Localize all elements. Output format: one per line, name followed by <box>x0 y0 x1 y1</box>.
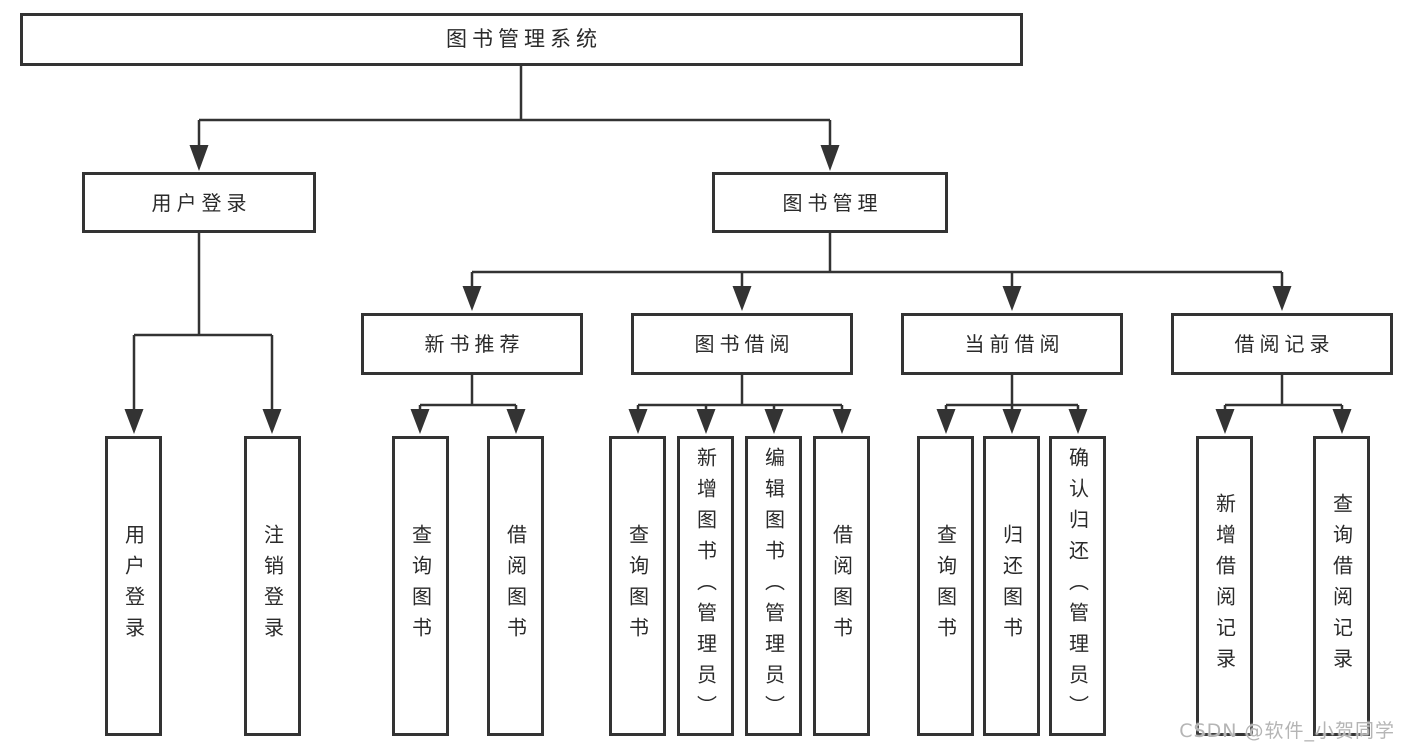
leaf-query-books-current: 查询图书 <box>917 436 974 736</box>
node-user-login-label: 用户登录 <box>151 190 252 215</box>
leaf-query-books-current-label: 查询图书 <box>933 524 958 648</box>
leaf-add-book-admin: 新增图书（管理员） <box>677 436 734 736</box>
node-current-borrowing: 当前借阅 <box>901 313 1123 375</box>
node-library-system: 图书管理系统 <box>20 13 1023 66</box>
leaf-query-books-borrowing-label: 查询图书 <box>625 524 650 648</box>
leaf-add-borrow-record-label: 新增借阅记录 <box>1212 493 1237 679</box>
leaf-logout: 注销登录 <box>244 436 301 736</box>
node-new-book-recommend-label: 新书推荐 <box>424 332 525 356</box>
node-borrow-records-label: 借阅记录 <box>1234 332 1335 356</box>
leaf-edit-book-admin: 编辑图书（管理员） <box>745 436 802 736</box>
leaf-query-books-recommend: 查询图书 <box>392 436 449 736</box>
node-book-borrowing-label: 图书借阅 <box>694 332 795 356</box>
leaf-borrow-books-borrowing: 借阅图书 <box>813 436 870 736</box>
leaf-borrow-books-recommend: 借阅图书 <box>487 436 544 736</box>
node-book-management-label: 图书管理 <box>782 190 883 215</box>
leaf-query-books-borrowing: 查询图书 <box>609 436 666 736</box>
watermark-text: CSDN @软件_小贺同学 <box>1179 720 1395 742</box>
leaf-user-login: 用户登录 <box>105 436 162 736</box>
leaf-borrow-books-borrowing-label: 借阅图书 <box>829 524 854 648</box>
leaf-confirm-return-admin-label: 确认归还（管理员） <box>1065 446 1090 726</box>
leaf-query-books-recommend-label: 查询图书 <box>408 524 433 648</box>
leaf-edit-book-admin-label: 编辑图书（管理员） <box>761 446 786 726</box>
node-library-system-label: 图书管理系统 <box>446 27 602 51</box>
leaf-borrow-books-recommend-label: 借阅图书 <box>503 524 528 648</box>
node-book-management: 图书管理 <box>712 172 948 233</box>
leaf-return-book-label: 归还图书 <box>999 524 1024 648</box>
leaf-add-borrow-record: 新增借阅记录 <box>1196 436 1253 736</box>
node-new-book-recommend: 新书推荐 <box>361 313 583 375</box>
leaf-query-borrow-record-label: 查询借阅记录 <box>1329 493 1354 679</box>
node-borrow-records: 借阅记录 <box>1171 313 1393 375</box>
node-current-borrowing-label: 当前借阅 <box>964 332 1065 356</box>
node-book-borrowing: 图书借阅 <box>631 313 853 375</box>
leaf-logout-label: 注销登录 <box>260 524 285 648</box>
node-user-login: 用户登录 <box>82 172 316 233</box>
leaf-confirm-return-admin: 确认归还（管理员） <box>1049 436 1106 736</box>
leaf-add-book-admin-label: 新增图书（管理员） <box>693 446 718 726</box>
leaf-query-borrow-record: 查询借阅记录 <box>1313 436 1370 736</box>
leaf-user-login-label: 用户登录 <box>121 524 146 648</box>
leaf-return-book: 归还图书 <box>983 436 1040 736</box>
